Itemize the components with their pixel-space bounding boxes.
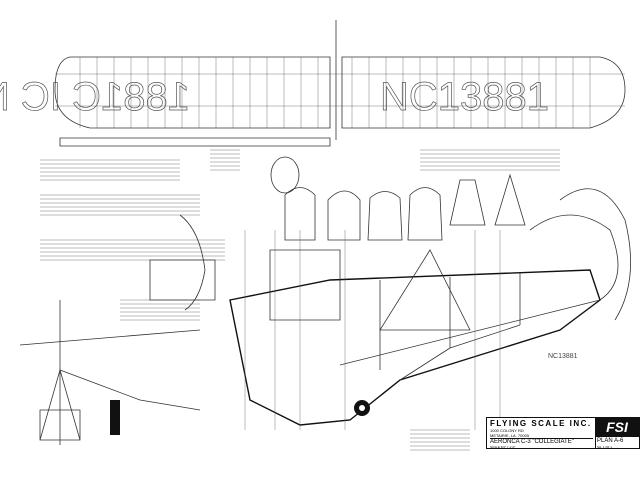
title-block: FLYING SCALE INC. 1000 COLONY RD METAIRI…: [486, 417, 640, 449]
fuselage-registration: NC13881: [548, 353, 578, 360]
plan-number: PLAN A-6: [597, 438, 624, 444]
model-name: AERONCA C-3 "COLLEGIATE": [490, 438, 593, 445]
company-address-line1: 1000 COLONY RD: [490, 428, 524, 433]
company-address-line2: METAIRIE, LA. 70005: [490, 433, 530, 438]
scale-label: SCALE 3/4" = 1'-0": [490, 445, 516, 449]
company-name: FLYING SCALE INC.: [490, 419, 592, 428]
construction-notes: [40, 149, 560, 451]
front-view: [19, 300, 201, 445]
engine-propeller: [149, 214, 341, 321]
wing-registration-left: 1881C IC N: [0, 75, 190, 119]
wing-planform: 1881C IC N NC13881: [0, 20, 626, 147]
fuselage-side-view: NC13881: [229, 188, 632, 430]
fuselage-formers: [270, 156, 526, 241]
sheet-number: SH. 1 OF 1: [597, 445, 613, 449]
fsi-logo: FSI: [595, 418, 639, 437]
wing-registration-right: NC13881: [380, 75, 549, 119]
